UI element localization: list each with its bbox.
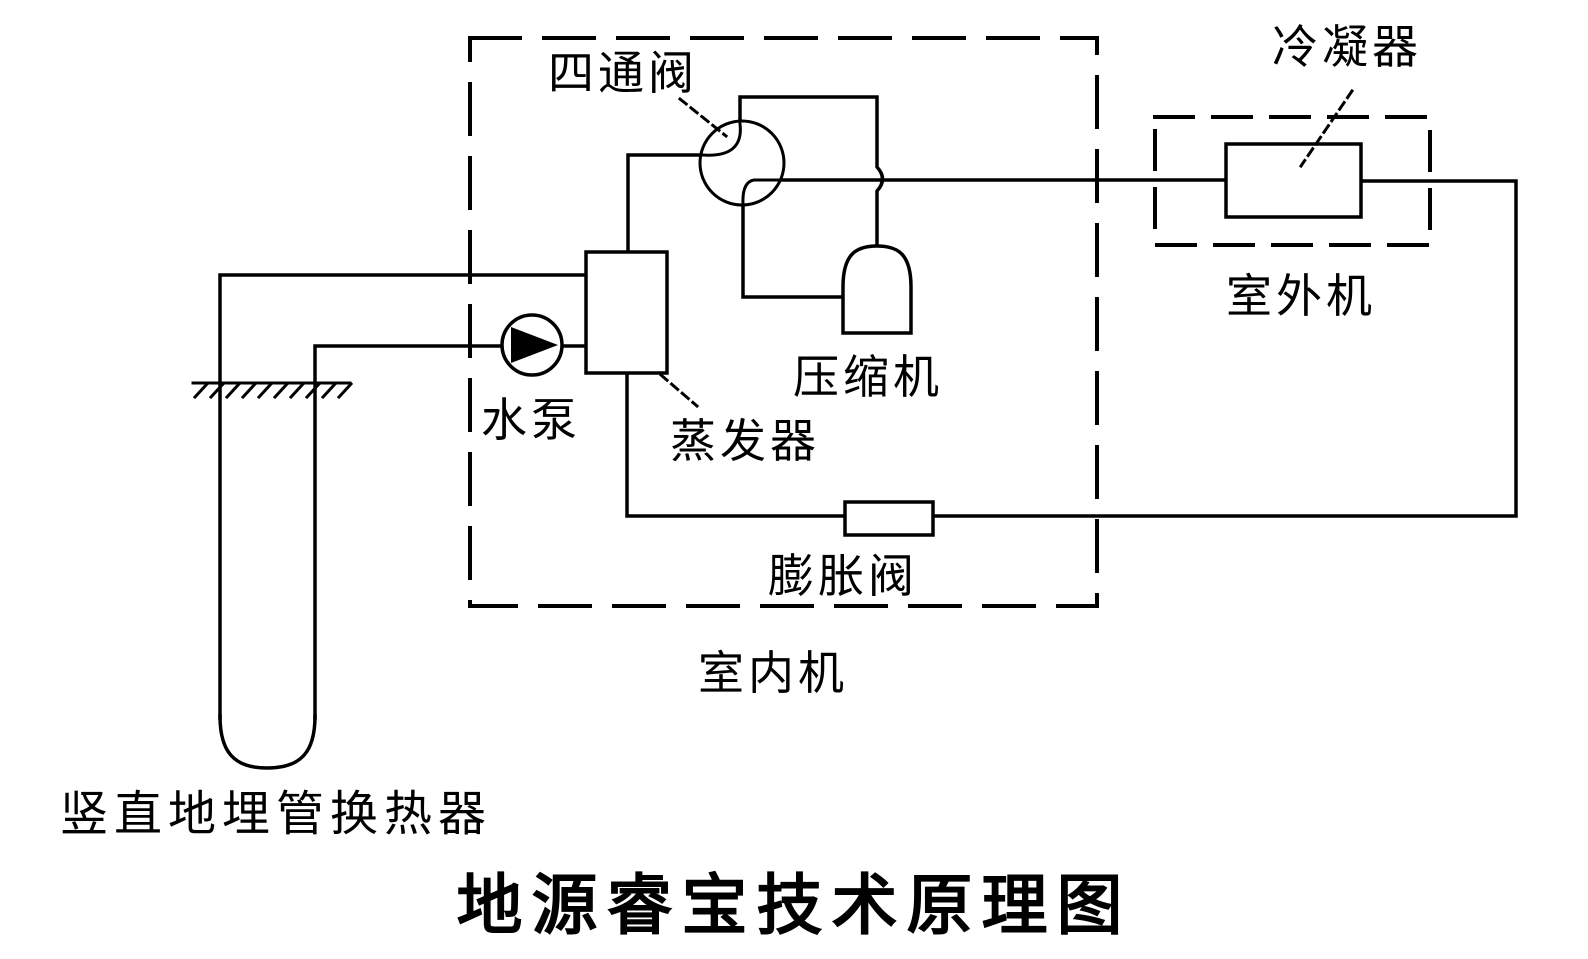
- borehole-supply-pipe: [218, 273, 588, 720]
- condenser-box: [1224, 142, 1363, 219]
- ground-heat-exchanger-label: 竖直地埋管换热器: [60, 786, 493, 842]
- borehole-return-pipe: [313, 344, 588, 720]
- ground-loop-pipes: [218, 273, 588, 770]
- outdoor-unit-dashed-box: [1153, 115, 1432, 247]
- expansion-valve-label: 膨胀阀: [768, 549, 918, 603]
- valve-inner-passage-lower: [741, 178, 784, 206]
- condenser-label: 冷凝器: [1272, 20, 1422, 74]
- water-pump-symbol: [500, 313, 564, 377]
- compressor-label: 压缩机: [793, 350, 943, 404]
- indoor-unit-label: 室内机: [698, 646, 848, 700]
- valve-to-evaporator-pipe: [626, 153, 703, 254]
- water-pump-label: 水泵: [481, 393, 581, 447]
- expansion-valve-box: [843, 500, 935, 537]
- valve-inner-passage-upper: [700, 122, 742, 157]
- four-way-valve-label: 四通阀: [548, 46, 698, 100]
- ground-surface-hatch: [191, 381, 354, 400]
- expansion-to-evaporator-pipe: [625, 371, 847, 518]
- four-way-valve-leader: [677, 96, 729, 139]
- outdoor-unit-label: 室外机: [1226, 269, 1376, 323]
- compressor-suction-pipe: [741, 203, 845, 299]
- evaporator-label: 蒸发器: [670, 414, 820, 468]
- compressor-discharge-pipe: [738, 95, 885, 248]
- evaporator-box: [584, 250, 669, 375]
- four-way-valve-symbol: [698, 119, 786, 207]
- compressor-symbol: [841, 244, 913, 335]
- evaporator-leader: [658, 372, 700, 409]
- pump-impeller-triangle: [511, 327, 558, 363]
- refrigerant-pipes: [625, 95, 1518, 518]
- borehole-u-bend: [218, 714, 317, 770]
- indoor-unit-dashed-box: [468, 36, 1099, 608]
- diagram-title: 地源睿宝技术原理图: [456, 866, 1132, 944]
- condenser-to-expansion-pipe: [931, 179, 1518, 518]
- label-leader-lines: [658, 88, 1355, 409]
- condenser-leader: [1298, 88, 1355, 169]
